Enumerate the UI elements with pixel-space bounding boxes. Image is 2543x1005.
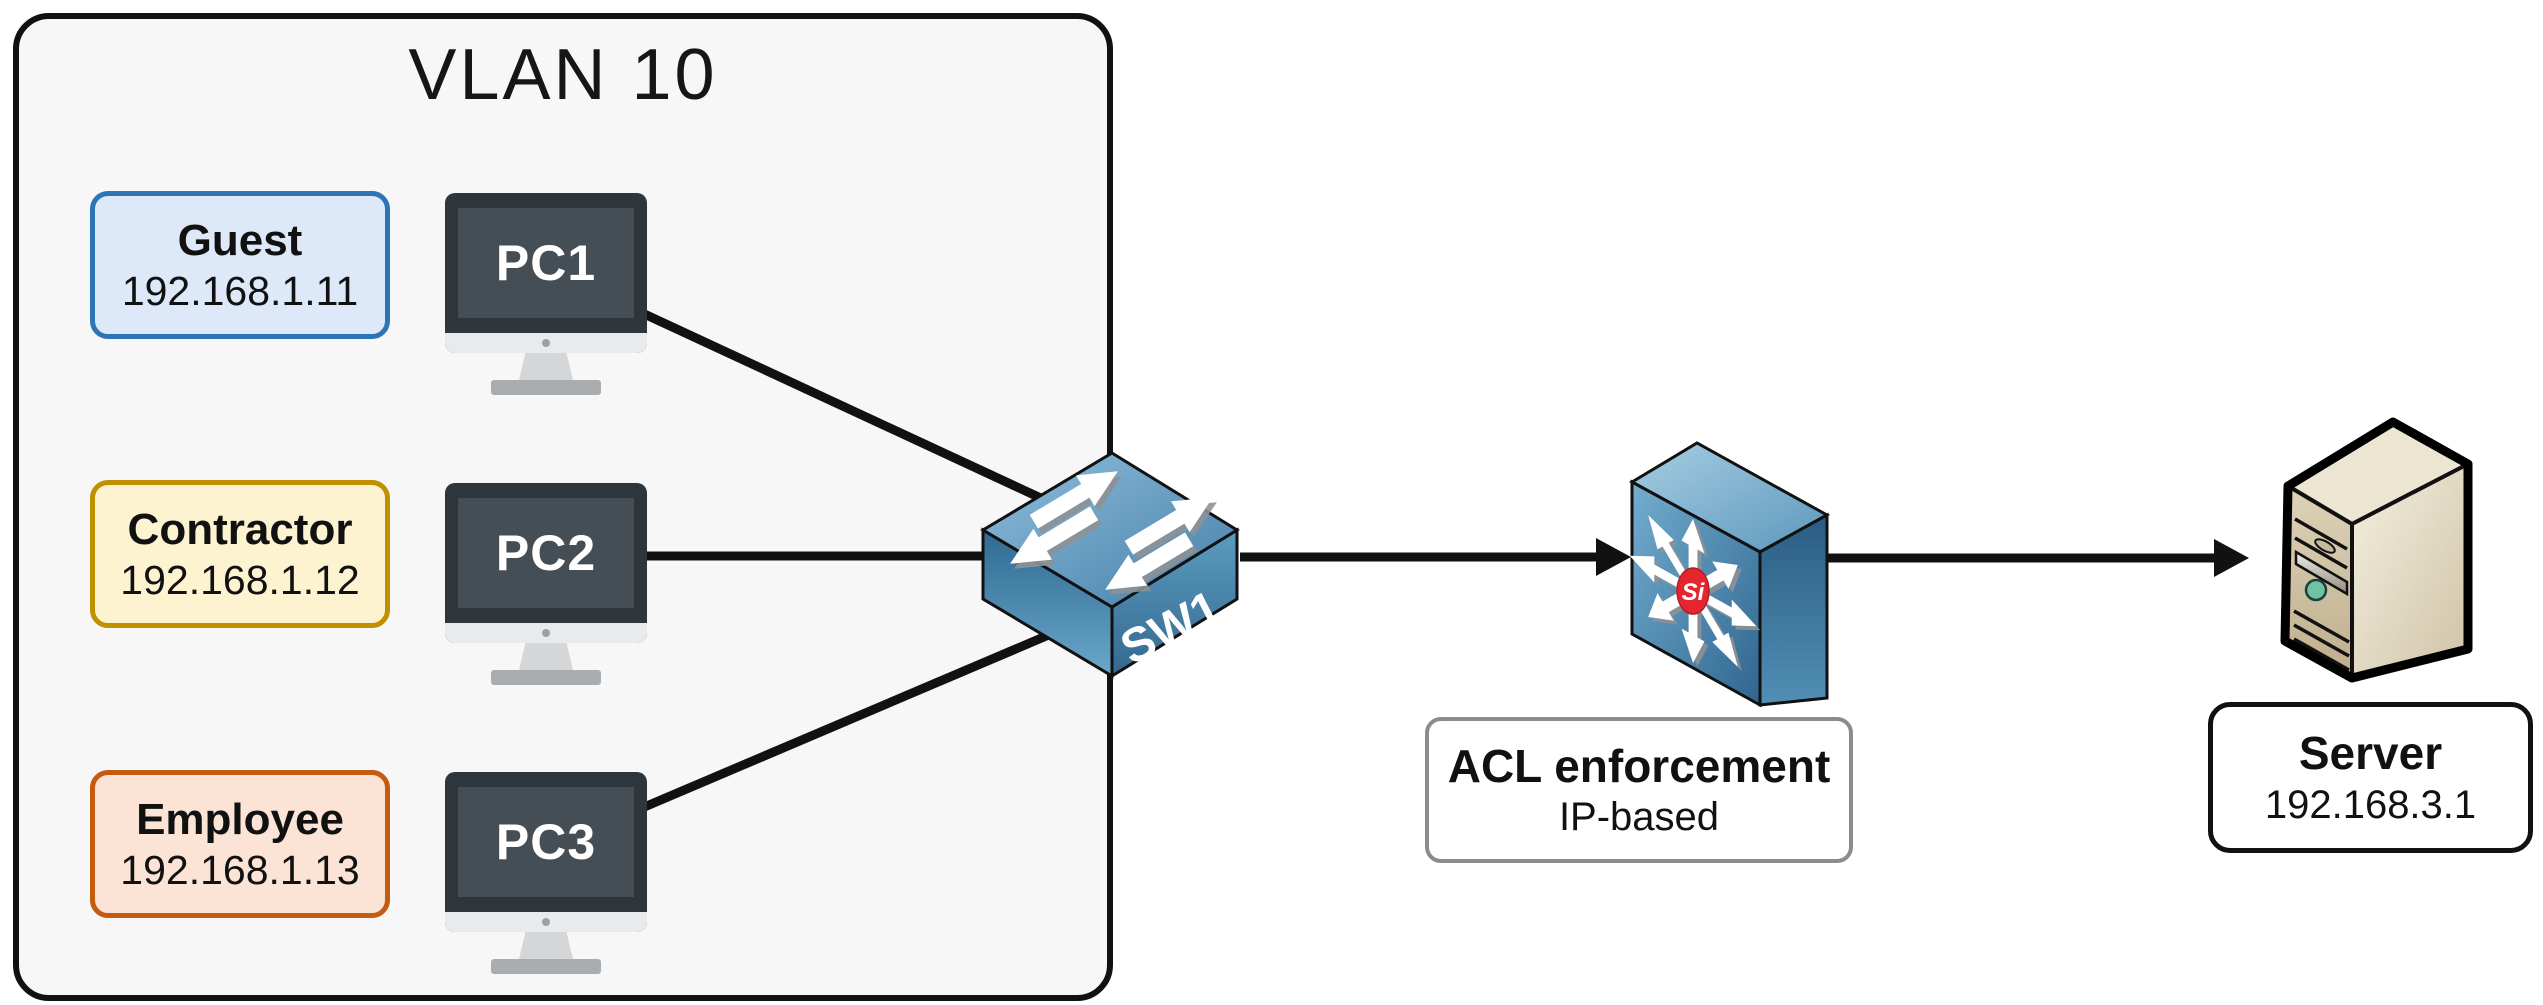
arrowhead-icon [1596, 538, 1631, 576]
server-ip: 192.168.3.1 [2264, 782, 2477, 827]
pc-monitor: PC2 [445, 483, 647, 643]
contractor-label-box: Contractor 192.168.1.12 [90, 480, 390, 628]
employee-label-box: Employee 192.168.1.13 [90, 770, 390, 918]
pc-screen: PC2 [458, 498, 634, 608]
arrow-sw1-to-router [1240, 538, 1631, 576]
camera-dot-icon [542, 339, 550, 347]
pc2-icon: PC2 [445, 483, 647, 685]
server-front-details [2293, 517, 2350, 672]
pc-chin [445, 623, 647, 643]
cable-pc3-sw1 [637, 623, 1070, 813]
si-badge [1676, 567, 1710, 615]
si-badge-text: Si [1682, 579, 1706, 606]
host-role: Employee [136, 795, 344, 845]
arrow-router-to-server [1828, 539, 2249, 577]
vlan-title: VLAN 10 [408, 35, 718, 115]
acl-title: ACL enforcement [1447, 739, 1831, 792]
host-ip: 192.168.1.12 [120, 556, 360, 603]
pc-name: PC1 [495, 235, 597, 291]
pc-stand [519, 643, 573, 670]
acl-enforcement-label: ACL enforcement IP-based [1425, 717, 1853, 863]
pc-base [491, 670, 601, 685]
pc-chin [445, 333, 647, 353]
pc-screen: PC1 [458, 208, 634, 318]
pc-screen: PC3 [458, 787, 634, 897]
server-label-box: Server 192.168.3.1 [2208, 702, 2533, 853]
camera-dot-icon [542, 918, 550, 926]
pc1-icon: PC1 [445, 193, 647, 395]
pc3-icon: PC3 [445, 772, 647, 974]
pc-base [491, 380, 601, 395]
pc-base [491, 959, 601, 974]
host-ip: 192.168.1.13 [120, 846, 360, 893]
pc-name: PC3 [495, 814, 597, 870]
multilayer-switch-icon: Si [1628, 441, 1831, 708]
acl-subtitle: IP-based [1558, 795, 1720, 840]
pc-chin [445, 912, 647, 932]
host-ip: 192.168.1.11 [121, 267, 359, 314]
switch-sw1-icon: SW1 [980, 451, 1240, 679]
pc-monitor: PC3 [445, 772, 647, 932]
pc-stand [519, 932, 573, 959]
pc-name: PC2 [495, 525, 597, 581]
server-name: Server [2298, 727, 2443, 780]
pc-monitor: PC1 [445, 193, 647, 353]
cable-pc1-sw1 [635, 307, 1050, 505]
camera-dot-icon [542, 629, 550, 637]
guest-label-box: Guest 192.168.1.11 [90, 191, 390, 339]
pc-stand [519, 353, 573, 380]
server-icon [2280, 417, 2473, 683]
power-button-icon [2304, 578, 2328, 602]
host-role: Guest [177, 216, 303, 266]
arrowhead-icon [2214, 539, 2249, 577]
host-role: Contractor [127, 505, 353, 555]
